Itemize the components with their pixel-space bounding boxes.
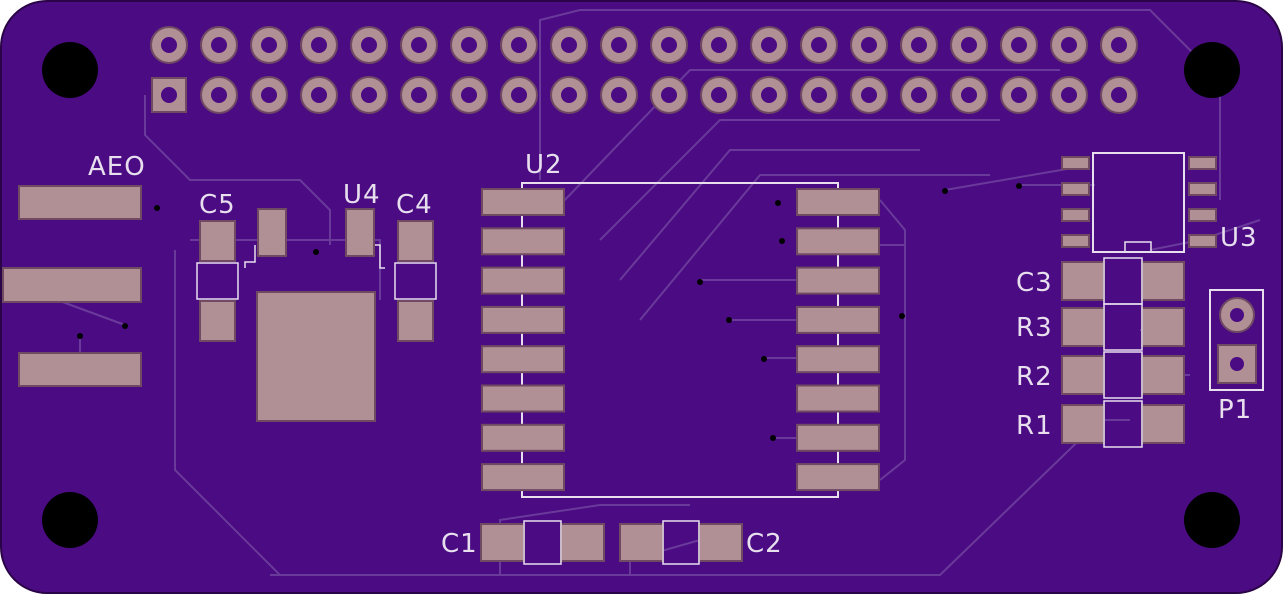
u2-pad-right	[796, 384, 880, 413]
header-pin-hole	[411, 37, 427, 53]
label-r2: R2	[1016, 362, 1053, 392]
label-r1: R1	[1016, 411, 1053, 441]
footprint-c2	[619, 520, 743, 565]
header-pin-hole	[361, 87, 377, 103]
header-pin-hole	[811, 37, 827, 53]
header-pin-hole	[311, 87, 327, 103]
header-pin-hole	[611, 87, 627, 103]
footprint-aeo	[2, 185, 142, 387]
header-pin-hole	[1061, 87, 1077, 103]
header-pin-hole	[211, 37, 227, 53]
label-c1: C1	[441, 529, 478, 559]
footprint-u2	[481, 182, 880, 498]
label-c2: C2	[746, 529, 783, 559]
u2-pad-left	[481, 227, 565, 256]
footprint-c5	[196, 220, 239, 342]
gpio-header	[150, 26, 1138, 114]
passives-right	[1061, 257, 1185, 448]
label-aeo: AEO	[88, 152, 146, 182]
header-pin-hole	[411, 87, 427, 103]
header-pin-hole	[861, 37, 877, 53]
header-pin-hole	[1011, 87, 1027, 103]
header-pin-hole	[361, 37, 377, 53]
header-pin-hole	[711, 37, 727, 53]
header-pin-hole	[1111, 37, 1127, 53]
label-c4: C4	[396, 190, 433, 220]
header-pin-hole	[661, 87, 677, 103]
label-r3: R3	[1016, 313, 1053, 343]
u2-pad-right	[796, 345, 880, 374]
header-pin-hole	[461, 87, 477, 103]
footprint-c1	[480, 520, 605, 565]
u2-pad-right	[796, 423, 880, 452]
label-u4: U4	[343, 180, 381, 210]
header-pin-hole	[511, 87, 527, 103]
header-pin-hole	[561, 37, 577, 53]
header-pin-hole	[1011, 37, 1027, 53]
footprint-c4	[394, 220, 437, 342]
u2-pad-right	[796, 305, 880, 334]
u2-pad-left	[481, 188, 565, 216]
header-pin-hole	[1061, 37, 1077, 53]
footprint-u3	[1061, 152, 1217, 253]
header-pin-hole	[1111, 87, 1127, 103]
header-pin-hole	[961, 37, 977, 53]
label-u3: U3	[1220, 223, 1258, 253]
header-pin-hole	[611, 37, 627, 53]
header-pin-hole	[211, 87, 227, 103]
header-pin-hole	[761, 37, 777, 53]
label-u2: U2	[525, 150, 563, 180]
header-pin-hole	[311, 37, 327, 53]
header-pin-hole	[861, 87, 877, 103]
u2-pad-right	[796, 463, 880, 492]
header-pin-hole	[261, 87, 277, 103]
u2-pad-left	[481, 305, 565, 334]
header-pin-hole	[461, 37, 477, 53]
header-pin-hole	[511, 37, 527, 53]
label-c3: C3	[1016, 268, 1053, 298]
header-pin-hole	[261, 37, 277, 53]
header-pin-hole	[161, 87, 177, 103]
header-pin-hole	[561, 87, 577, 103]
u2-pad-left	[481, 423, 565, 452]
u2-pad-left	[481, 384, 565, 413]
header-pin-hole	[911, 37, 927, 53]
u2-pad-right	[796, 266, 880, 295]
header-pin-hole	[161, 37, 177, 53]
u2-pad-left	[481, 345, 565, 374]
header-pin-hole	[911, 87, 927, 103]
footprint-p1	[1209, 289, 1264, 391]
header-pin-hole	[761, 87, 777, 103]
label-p1: P1	[1218, 395, 1252, 425]
header-pin-hole	[811, 87, 827, 103]
u2-pad-right	[796, 188, 880, 216]
label-c5: C5	[199, 190, 236, 220]
header-pin-hole	[711, 87, 727, 103]
u2-pad-right	[796, 227, 880, 256]
footprint-u4	[256, 208, 376, 422]
mounting-holes	[42, 42, 1240, 548]
u2-pad-left	[481, 463, 565, 492]
u2-pad-left	[481, 266, 565, 295]
header-pin-hole	[661, 37, 677, 53]
header-pin-hole	[961, 87, 977, 103]
